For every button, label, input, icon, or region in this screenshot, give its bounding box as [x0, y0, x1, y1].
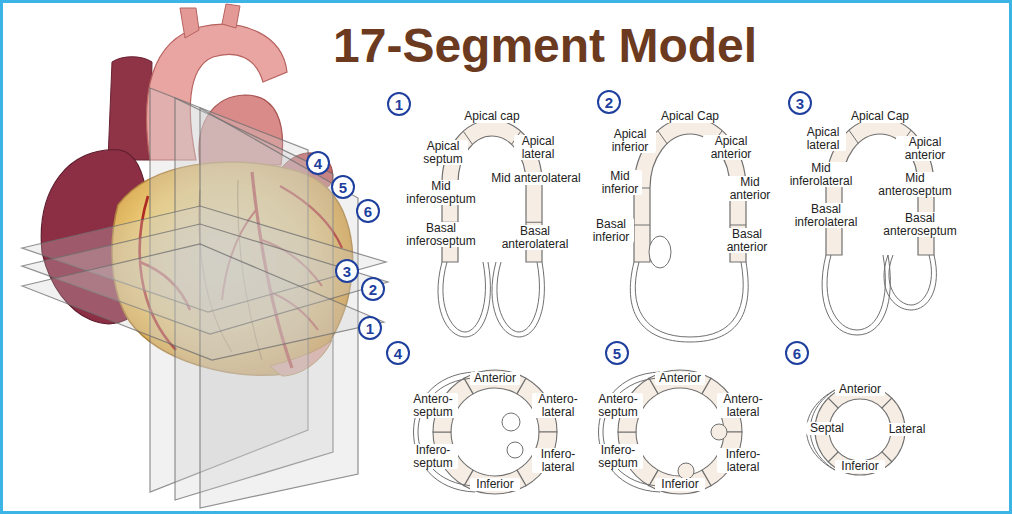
papillary-muscle — [507, 442, 523, 458]
segment-label: Mid inferior — [598, 170, 642, 195]
segment-label: Inferior — [655, 478, 705, 491]
callout-text: 4 — [394, 346, 402, 361]
callout-number: 1 — [358, 316, 382, 340]
right-ventricle-outline — [599, 372, 661, 492]
aortic-branch — [180, 8, 199, 38]
segment-label: Basal inferior — [588, 218, 634, 243]
segment-label: Inferior — [470, 478, 520, 491]
atrium-outline — [497, 262, 540, 332]
callout-number: 4 — [306, 151, 330, 175]
short-axis-view — [599, 370, 743, 494]
callout-text: 5 — [339, 180, 347, 195]
segment-label: Apical Cap — [650, 110, 730, 123]
segment-label: Antero-lateral — [532, 393, 584, 418]
segment-label: Mid anterior — [720, 176, 780, 201]
segment-label: Apical septum — [418, 140, 468, 165]
segment-divider — [658, 131, 667, 144]
papillary-muscle — [711, 424, 727, 440]
papillary-muscle — [678, 463, 694, 479]
segment-label: Septal — [806, 422, 848, 435]
callout-number: 5 — [331, 175, 355, 199]
segment-label: Anterior — [470, 372, 520, 385]
segment-label: Infero-lateral — [717, 448, 769, 473]
segment-label: Antero-septum — [593, 393, 643, 418]
callout-text: 1 — [395, 97, 403, 112]
callout-number: 2 — [597, 90, 621, 114]
segment-label: Antero-septum — [408, 393, 458, 418]
segment-divider — [849, 130, 858, 143]
callout-number: 5 — [605, 341, 629, 365]
segment-divider — [526, 222, 542, 223]
segment-label: Anterior — [655, 372, 705, 385]
atrium-outline — [884, 255, 936, 310]
segment-divider — [634, 225, 650, 226]
myocardial-segment — [464, 470, 526, 494]
vena-cava — [108, 57, 152, 160]
callout-text: 6 — [793, 346, 801, 361]
segment-label: Apical inferior — [604, 128, 656, 153]
segment-label: Basal inferoseptum — [393, 222, 489, 247]
cross-sections — [414, 118, 937, 494]
segment-label: Mid anterolateral — [490, 172, 582, 185]
atrium-outline — [827, 255, 885, 330]
callout-text: 2 — [369, 282, 377, 297]
callout-text: 3 — [796, 96, 804, 111]
atrium-outline — [822, 255, 890, 335]
segment-label: Anterior — [835, 383, 885, 396]
callout-text: 3 — [343, 264, 351, 279]
callout-number: 6 — [785, 341, 809, 365]
segment-label: Basal anterolateral — [488, 225, 582, 250]
segment-label: Infero-septum — [408, 444, 458, 469]
segment-label: Basal inferolateral — [786, 203, 866, 228]
atrium-outline — [443, 262, 486, 332]
segment-label: Apical cap — [460, 110, 524, 123]
segment-label: Mid inferolateral — [780, 162, 862, 187]
callout-text: 5 — [613, 346, 621, 361]
myocardial-segment — [464, 370, 526, 394]
callout-text: 1 — [366, 321, 374, 336]
segment-label: Apical lateral — [800, 126, 846, 151]
callout-number: 1 — [387, 92, 411, 116]
callout-number: 3 — [335, 259, 359, 283]
segment-label: Apical Cap — [840, 110, 920, 123]
slice-planes — [22, 88, 388, 508]
segment-label: Infero-septum — [593, 444, 643, 469]
segment-label: Infero-lateral — [532, 448, 584, 473]
callout-text: 2 — [605, 95, 613, 110]
segment-label: Apical anterior — [703, 135, 759, 160]
atrium-outline — [889, 255, 932, 305]
papillary-muscle — [502, 413, 520, 431]
segment-label: Apical anterior — [896, 136, 954, 161]
aortic-branch — [222, 4, 240, 28]
segment-label: Mid anteroseptum — [868, 172, 962, 197]
right-ventricle-outline — [414, 372, 476, 492]
callout-number: 2 — [361, 277, 385, 301]
valve-leaflet — [649, 236, 671, 268]
segment-label: Mid inferoseptum — [396, 180, 486, 205]
atrium-outline — [630, 262, 748, 342]
segment-label: Apical lateral — [514, 135, 562, 160]
diagram-title: 17-Segment Model — [333, 20, 757, 73]
short-axis-view — [414, 370, 558, 494]
myocardial-segment — [828, 452, 892, 475]
segment-label: Inferior — [835, 460, 885, 473]
atrium-outline — [635, 262, 743, 337]
long-axis-plane — [22, 244, 384, 360]
myocardial-segment — [649, 370, 711, 394]
callout-text: 4 — [314, 156, 322, 171]
segment-label: Basal anterior — [716, 228, 778, 253]
atrium-outline — [438, 262, 490, 337]
callout-text: 6 — [364, 204, 372, 219]
callout-number: 4 — [386, 341, 410, 365]
segment-label: Lateral — [882, 423, 932, 436]
segment-divider — [730, 225, 746, 226]
atrium-outline — [492, 262, 544, 337]
callout-number: 6 — [356, 199, 380, 223]
callout-number: 3 — [788, 91, 812, 115]
segment-label: Basal anteroseptum — [872, 212, 968, 237]
segment-label: Antero-lateral — [717, 393, 769, 418]
